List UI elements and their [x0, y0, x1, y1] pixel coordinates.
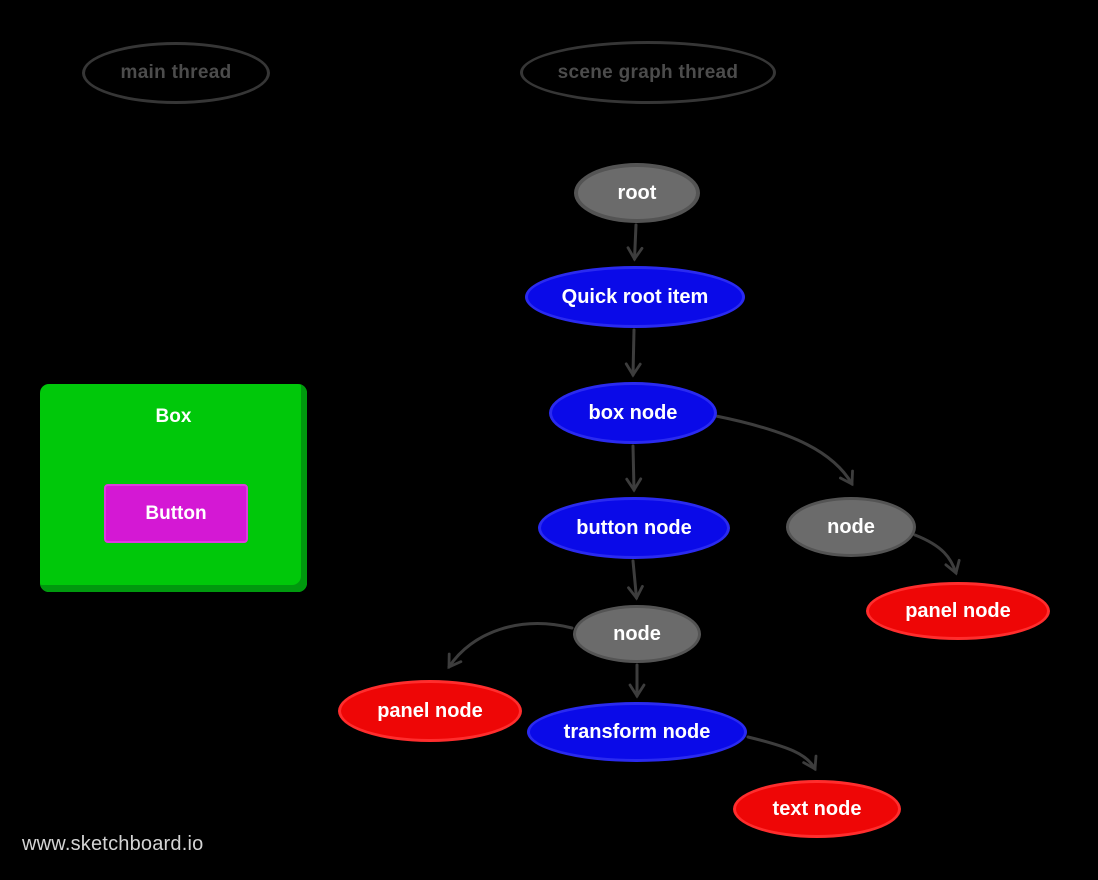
main-thread-ellipse[interactable]: main thread — [82, 42, 270, 104]
node-button-node[interactable]: button node — [538, 497, 730, 559]
node-mid[interactable]: node — [573, 605, 701, 663]
edge-button-node-to-node-mid[interactable] — [627, 559, 644, 601]
node-right[interactable]: node — [786, 497, 916, 557]
edge-transform-node-to-text-node[interactable] — [746, 735, 818, 772]
button-shape[interactable]: Button — [104, 484, 248, 543]
box-shape[interactable]: Box Button — [40, 384, 307, 592]
node-quick-root-item[interactable]: Quick root item — [525, 266, 745, 328]
main-thread-label: main thread — [120, 62, 232, 83]
node-box-node[interactable]: box node — [549, 382, 717, 444]
node-transform-node[interactable]: transform node — [527, 702, 747, 762]
node-root[interactable]: root — [574, 163, 700, 223]
node-right-label: node — [827, 515, 875, 538]
node-panel-node-right-label: panel node — [905, 599, 1011, 622]
edge-node-mid-to-panel-node-left[interactable] — [447, 622, 574, 670]
node-text-node[interactable]: text node — [733, 780, 901, 838]
sketchboard-watermark: www.sketchboard.io — [22, 833, 204, 855]
scene-graph-thread-ellipse[interactable]: scene graph thread — [520, 41, 776, 104]
box-label: Box — [155, 406, 192, 427]
node-root-label: root — [617, 181, 657, 204]
button-label: Button — [145, 502, 207, 524]
scene-graph-thread-label: scene graph thread — [557, 61, 739, 83]
edge-box-node-to-button-node[interactable] — [625, 444, 643, 493]
node-transform-node-label: transform node — [563, 720, 711, 743]
edge-node-right-to-panel-node-right[interactable] — [913, 533, 961, 576]
node-panel-node-left[interactable]: panel node — [338, 680, 522, 742]
node-quick-root-item-label: Quick root item — [561, 285, 709, 308]
node-mid-label: node — [613, 622, 661, 645]
node-box-node-label: box node — [588, 401, 678, 424]
node-text-node-label: text node — [772, 797, 862, 820]
edge-box-node-to-node-right[interactable] — [714, 414, 854, 487]
node-panel-node-right[interactable]: panel node — [866, 582, 1050, 640]
edge-quick-root-item-to-box-node[interactable] — [624, 328, 642, 378]
node-button-node-label: button node — [576, 516, 692, 539]
edge-root-to-quick-root-item[interactable] — [626, 223, 644, 262]
node-panel-node-left-label: panel node — [377, 699, 483, 722]
